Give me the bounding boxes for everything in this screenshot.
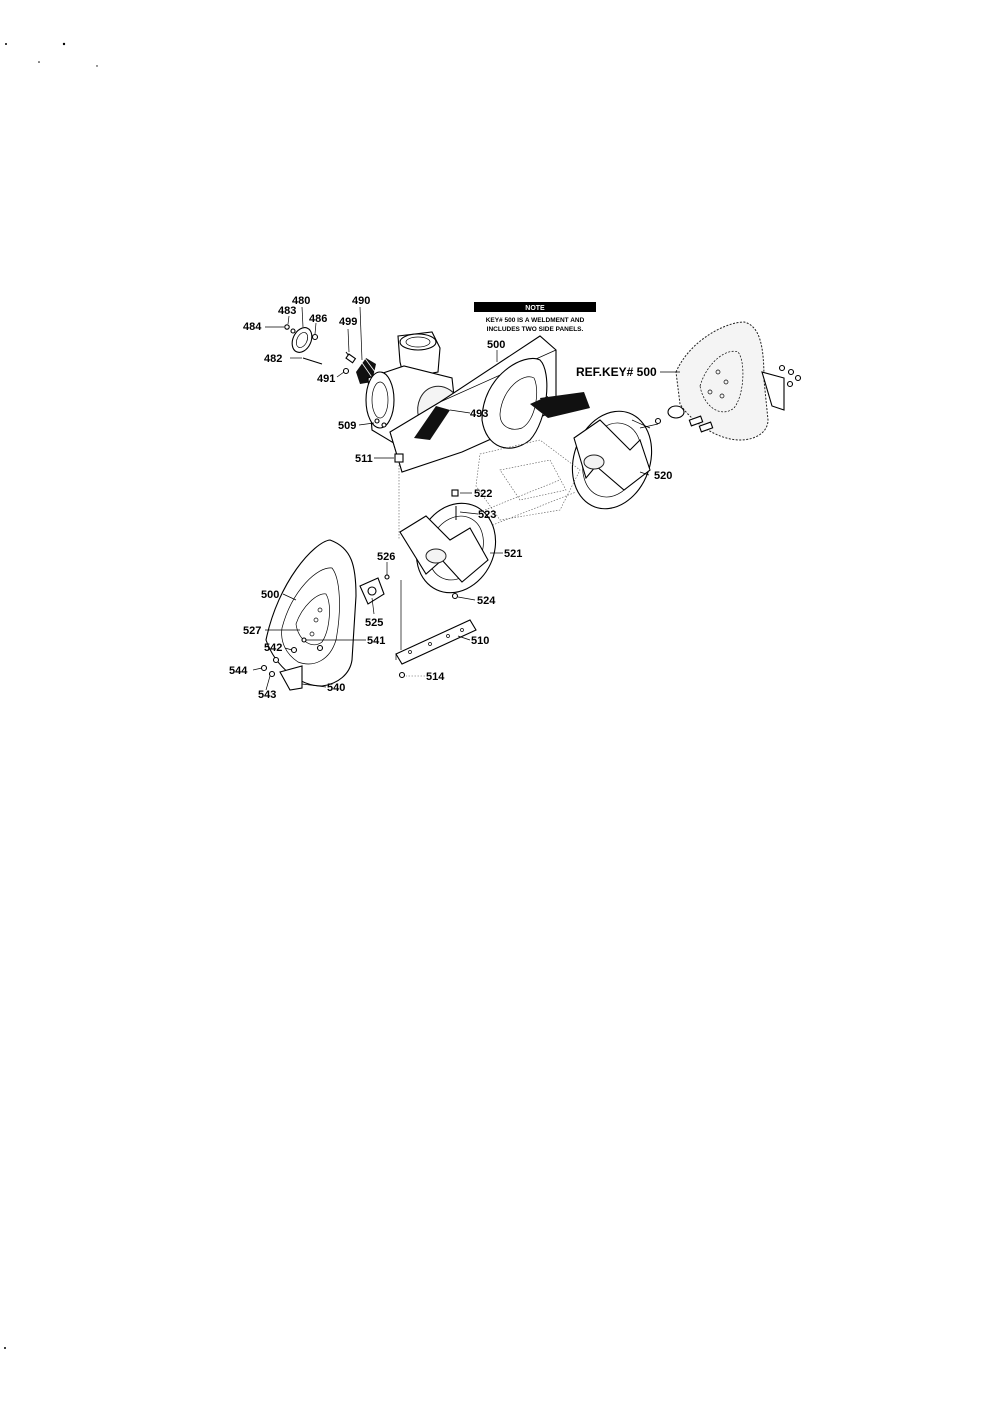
callout-510: 510: [471, 635, 489, 647]
ref-key-label: REF.KEY# 500: [576, 365, 657, 379]
note-header: NOTE: [525, 305, 545, 312]
callout-499: 499: [339, 316, 357, 328]
callout-520: 520: [654, 470, 672, 482]
callout-541: 541: [367, 635, 385, 647]
callout-526: 526: [377, 551, 395, 563]
callout-483: 483: [278, 305, 296, 317]
callout-500: 500: [487, 339, 505, 351]
callout-491: 491: [317, 373, 335, 385]
callout-544: 544: [229, 665, 248, 677]
callout-524: 524: [477, 595, 496, 607]
callout-480: 480: [292, 295, 310, 307]
auger-housing-500: [365, 331, 590, 540]
note-line-1: KEY# 500 IS A WELDMENT AND: [486, 317, 585, 324]
side-panel-500: [260, 539, 385, 691]
callout-500-lower: 500: [261, 589, 279, 601]
note-line-2: INCLUDES TWO SIDE PANELS.: [487, 326, 584, 333]
scan-specks: [4, 42, 98, 1349]
callout-543: 543: [258, 689, 276, 701]
callout-527: 527: [243, 625, 261, 637]
callout-521: 521: [504, 548, 522, 560]
callout-labels: 480 483 484 486 482 490 499 491 500 REF.…: [229, 295, 672, 701]
callout-523: 523: [478, 509, 496, 521]
callout-511: 511: [355, 453, 373, 465]
chute-gear-parts: [284, 324, 382, 387]
callout-482: 482: [264, 353, 282, 365]
callout-486: 486: [309, 313, 327, 325]
scraper-bar-510: [395, 580, 477, 679]
callout-542: 542: [264, 642, 282, 654]
callout-484: 484: [243, 321, 262, 333]
callout-540: 540: [327, 682, 345, 694]
auger-521: [384, 489, 497, 600]
callout-522: 522: [474, 488, 492, 500]
callout-490: 490: [352, 295, 370, 307]
callout-525: 525: [365, 617, 383, 629]
leader-lines: [252, 306, 680, 691]
auger-520: [571, 410, 659, 510]
callout-493: 493: [470, 408, 488, 420]
callout-514: 514: [426, 671, 445, 683]
note-box: NOTE KEY# 500 IS A WELDMENT AND INCLUDES…: [474, 302, 596, 333]
callout-509: 509: [338, 420, 356, 432]
side-panel-ref-500: [654, 321, 802, 441]
